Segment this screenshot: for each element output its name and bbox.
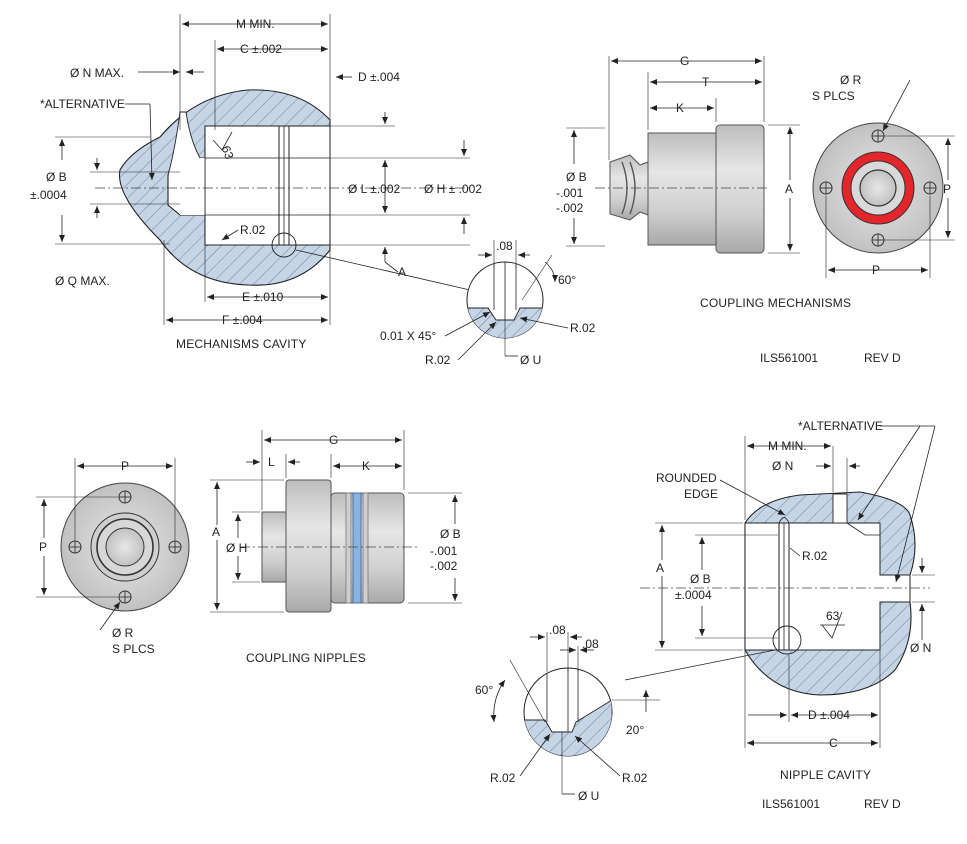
m-min-dimension: M MIN.: [236, 17, 275, 31]
groove-width-08-a: .08: [549, 623, 566, 637]
a-dimension-nipple: A: [212, 525, 220, 539]
f-004-dimension: F ±.004: [222, 313, 263, 327]
c-dimension-nipple-cavity: C: [829, 736, 838, 750]
r02-nipple-detail-right: R.02: [622, 771, 648, 785]
d-004-dimension: D ±.004: [358, 70, 400, 84]
b-tolerance-nipple-cavity: ±.0004: [675, 588, 712, 602]
mechanisms-cavity-caption: MECHANISMS CAVITY: [176, 337, 307, 351]
b-002-mech: -.002: [556, 201, 584, 215]
r02-nipple-detail-left: R.02: [490, 771, 516, 785]
r02-detail-right: R.02: [570, 321, 596, 335]
r02-label-cavity: R.02: [240, 223, 266, 237]
r-diameter-nipple: Ø R: [112, 626, 134, 640]
mechanisms-cavity-body: [118, 89, 331, 286]
edge-label: EDGE: [684, 487, 718, 501]
p-dimension-mech-h: P: [872, 263, 880, 277]
b-diameter-nipple-cavity: Ø B: [690, 572, 711, 586]
s-plcs-mech: S PLCS: [812, 89, 855, 103]
r02-nipple-cavity: R.02: [802, 549, 828, 563]
groove-detail-nipple: .08 .08 60° 20° R.02 R.02 Ø U: [475, 623, 660, 803]
g-dimension-nipple: G: [329, 433, 338, 447]
coupling-nipples-view: P P Ø R S PLCS G L K A: [36, 430, 462, 665]
p-dimension-nipple-h: P: [121, 459, 129, 473]
angle-20-nipple: 20°: [626, 723, 644, 737]
p-dimension-mech-v: P: [943, 182, 951, 196]
b-001-mech: -.001: [556, 186, 584, 200]
bolt-holes-nipple: [68, 490, 182, 604]
nipple-cavity-caption: NIPPLE CAVITY: [780, 768, 871, 782]
drawing-number-top: ILS561001: [760, 351, 818, 365]
groove-detail-mechanisms: .08 60° 0.01 X 45° R.02 R.02 Ø U: [380, 239, 596, 367]
b-diameter-label: Ø B: [46, 170, 67, 184]
b-diameter-nipple: Ø B: [440, 527, 461, 541]
d-004-nipple-cavity: D ±.004: [808, 708, 850, 722]
groove-width-08: .08: [496, 239, 513, 253]
angle-60-nipple: 60°: [475, 683, 493, 697]
b-tolerance-label: ±.0004: [30, 188, 67, 202]
h-002-dimension: Ø H ± .002: [424, 182, 482, 196]
revision-bottom: REV D: [864, 797, 901, 811]
drawing-number-bottom: ILS561001: [762, 797, 820, 811]
b-002-nipple: -.002: [430, 559, 458, 573]
coupling-mechanisms-view: G T K Ø B -.001 -.002 A: [556, 54, 955, 365]
c-002-dimension: C ±.002: [240, 42, 282, 56]
alternative-note: *ALTERNATIVE: [40, 97, 125, 111]
chamfer-note: 0.01 X 45°: [380, 329, 436, 343]
nipple-cavity-view: M MIN. Ø N *ALTERNATIVE ROUNDED EDGE R.0…: [624, 419, 936, 811]
n-max-dimension: Ø N MAX.: [70, 66, 124, 80]
rounded-label: ROUNDED: [656, 471, 717, 485]
revision-top: REV D: [864, 351, 901, 365]
k-dimension-mech: K: [676, 101, 684, 115]
s-plcs-nipple: S PLCS: [112, 642, 155, 656]
a-dimension-mech: A: [785, 182, 793, 196]
a-dimension-left: A: [398, 265, 406, 279]
h-diameter-nipple: Ø H: [226, 541, 247, 555]
l-dimension-nipple: L: [268, 455, 275, 469]
b-diameter-mech: Ø B: [566, 170, 587, 184]
k-dimension-nipple: K: [362, 459, 370, 473]
t-dimension: T: [702, 75, 710, 89]
n-diameter-right: Ø N: [910, 641, 931, 655]
coupling-mechanisms-caption: COUPLING MECHANISMS: [700, 296, 851, 310]
u-diameter-nipple: Ø U: [578, 789, 599, 803]
finish-63-label: 63: [219, 144, 237, 162]
coupling-nipples-caption: COUPLING NIPPLES: [246, 651, 366, 665]
m-min-nipple-cavity: M MIN.: [768, 439, 807, 453]
p-dimension-nipple-v: P: [39, 540, 47, 554]
finish-63-nipple: 63: [826, 609, 840, 623]
l-002-dimension: Ø L ±.002: [348, 182, 400, 196]
b-001-nipple: -.001: [430, 544, 458, 558]
groove-width-08-b: .08: [582, 637, 599, 651]
g-dimension-mech: G: [680, 54, 689, 68]
a-dimension-nipple-cavity: A: [656, 561, 664, 575]
mechanisms-cavity-view: 63 M MIN. C ±.002 D ±.004 Ø N MAX. *ALTE…: [30, 14, 482, 351]
r-diameter-mech: Ø R: [840, 73, 862, 87]
angle-60-mechanisms: 60°: [558, 273, 576, 287]
n-diameter-top: Ø N: [772, 459, 793, 473]
r02-detail-left: R.02: [425, 353, 451, 367]
u-diameter-mechanisms: Ø U: [520, 353, 541, 367]
q-max-dimension: Ø Q MAX.: [55, 274, 110, 288]
e-010-dimension: E ±.010: [242, 290, 284, 304]
alternative-note-nipple: *ALTERNATIVE: [798, 419, 883, 433]
